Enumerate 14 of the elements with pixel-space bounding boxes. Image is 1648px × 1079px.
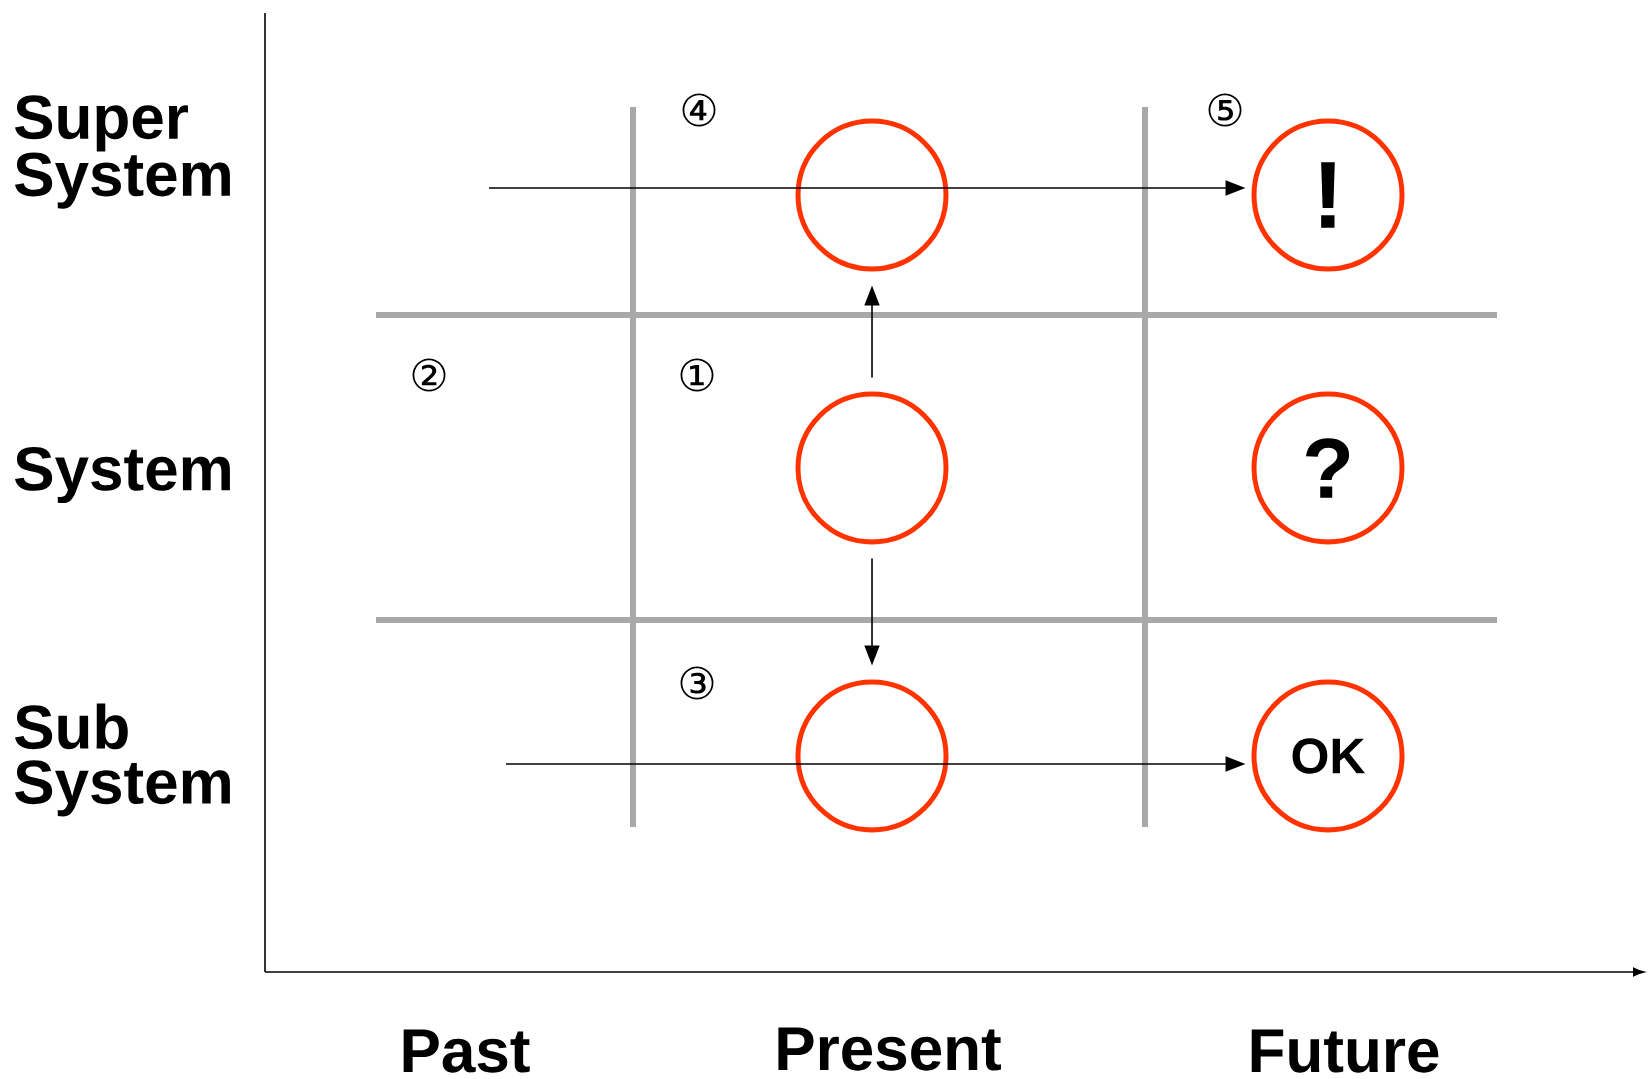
callout-number: ③ [680,666,714,700]
circle [795,391,949,545]
row-label: System [15,446,230,504]
column-label: Present [778,1027,1001,1071]
column-label: Future [1251,1029,1439,1073]
column-label: Past [403,1029,530,1073]
callout-number: ④ [682,93,716,127]
callout-number: ② [412,358,446,392]
callout-number: ⑤ [1208,93,1242,127]
row-label: Super System [15,95,230,209]
row-label: Sub System [15,703,230,817]
callout-number: ① [680,358,714,392]
circle [795,118,949,272]
circle [795,679,949,833]
